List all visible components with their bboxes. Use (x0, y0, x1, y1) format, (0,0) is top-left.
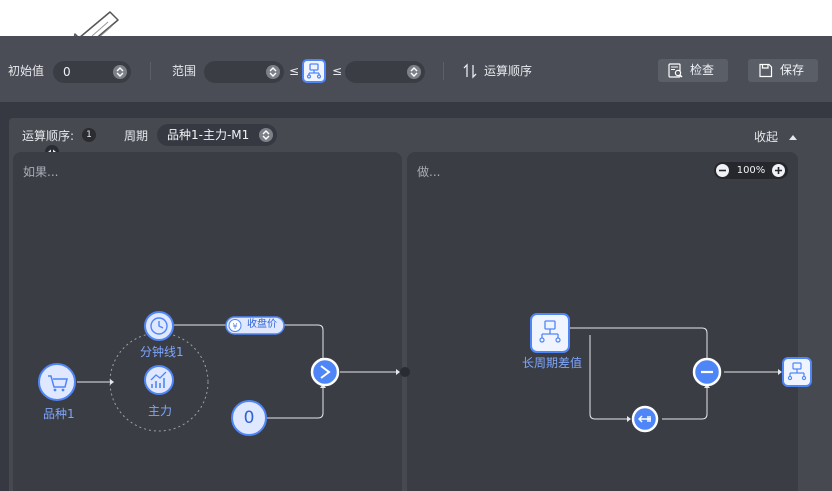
spinner-icon[interactable] (266, 65, 280, 79)
close-price-label: 收盘价 (247, 319, 277, 330)
spinner-icon[interactable] (407, 65, 421, 79)
save-button[interactable]: 保存 (748, 59, 818, 82)
save-button-label: 保存 (780, 63, 805, 77)
minus-operator-icon[interactable] (692, 357, 722, 387)
top-blank-area (0, 0, 832, 36)
collapse-button[interactable]: 收起 (754, 129, 800, 145)
node-type-icon-button[interactable] (302, 59, 326, 83)
range-from-input[interactable] (204, 61, 284, 83)
period-select-value: 品种1-主力-M1 (167, 128, 250, 142)
range-to-input[interactable] (345, 61, 425, 83)
initial-value-label: 初始值 (8, 64, 45, 78)
leq-symbol: ≤ (332, 64, 343, 78)
svg-text:¥: ¥ (232, 322, 237, 331)
inspect-icon (668, 63, 683, 78)
shift-operator-icon[interactable] (631, 405, 659, 433)
initial-value-input[interactable]: 0 (53, 61, 131, 83)
constant-value: 0 (243, 408, 255, 428)
collapse-label: 收起 (754, 130, 779, 144)
save-icon (759, 63, 773, 78)
action-panel-title: 做... (417, 165, 441, 179)
leq-symbol: ≤ (289, 64, 300, 78)
minute-line-clock-icon[interactable] (144, 311, 174, 341)
long-period-diff-node-icon[interactable] (530, 313, 570, 353)
constant-node[interactable] (231, 400, 267, 436)
period-select[interactable]: 品种1-主力-M1 (157, 124, 277, 146)
symbol-node-icon[interactable] (38, 363, 76, 401)
condition-panel-title: 如果... (23, 165, 59, 179)
close-price-tag[interactable]: ¥ (225, 316, 285, 335)
output-node-icon[interactable] (782, 357, 812, 387)
check-button[interactable]: 检查 (658, 59, 728, 82)
main-contract-chart-icon[interactable] (144, 365, 174, 395)
zoom-in-button[interactable] (772, 164, 785, 177)
initial-value-text: 0 (63, 65, 71, 79)
minute-line-label: 分钟线1 (140, 345, 184, 359)
order-label: 运算顺序: (22, 129, 75, 143)
zoom-out-button[interactable] (716, 164, 729, 177)
condition-panel (13, 152, 402, 491)
action-panel (407, 152, 798, 491)
greater-than-operator-icon[interactable] (310, 357, 340, 387)
long-period-diff-label: 长周期差值 (522, 356, 583, 370)
spinner-icon[interactable] (259, 128, 273, 142)
order-badge: 1 (82, 128, 96, 142)
order-toggle-label: 运算顺序 (484, 64, 533, 78)
symbol-node-label: 品种1 (43, 407, 75, 421)
period-label: 周期 (124, 129, 149, 143)
zoom-level: 100% (736, 165, 766, 176)
check-button-label: 检查 (690, 63, 715, 77)
toolbar-divider (150, 62, 151, 80)
spinner-icon[interactable] (113, 65, 127, 79)
sort-icon (463, 63, 477, 79)
caret-up-icon (789, 135, 797, 140)
main-contract-label: 主力 (148, 404, 173, 418)
range-label: 范围 (172, 64, 197, 78)
zoom-control: 100% (714, 162, 788, 179)
toolbar-divider (443, 62, 444, 80)
